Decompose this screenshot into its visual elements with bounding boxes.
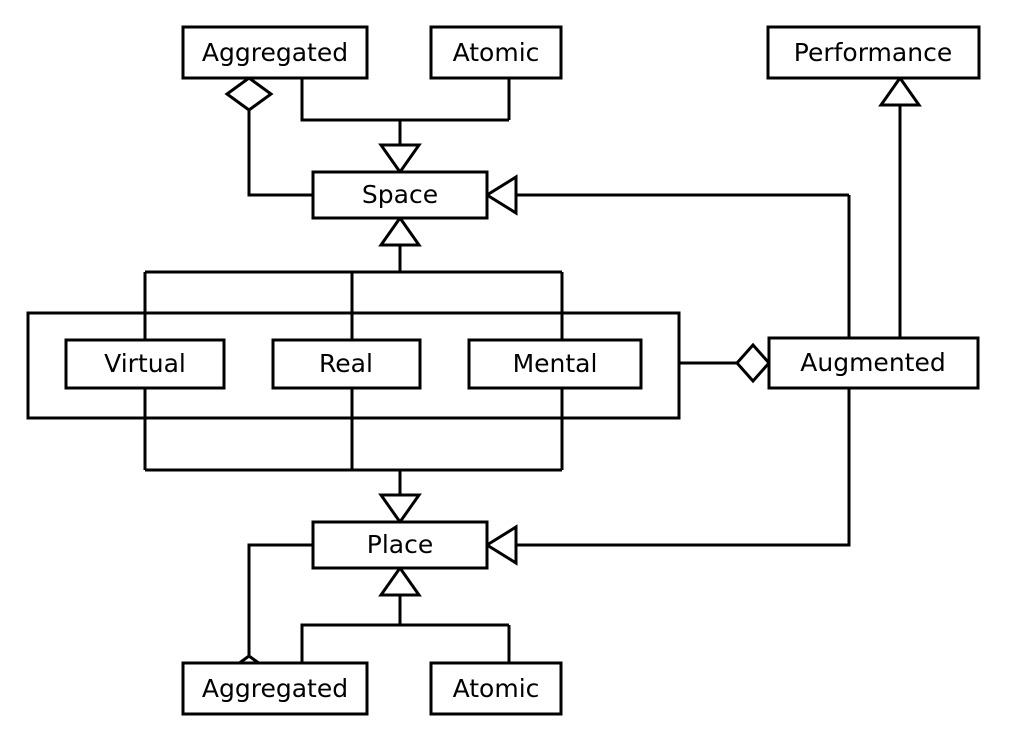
triangle-icon-performance-bottom [878, 75, 922, 107]
triangle-icon-place-top [378, 493, 422, 525]
node-augmented[interactable]: Augmented [767, 336, 980, 390]
node-space[interactable]: Space [311, 170, 489, 220]
node-atomic-bottom-label: Atomic [453, 674, 540, 703]
node-aggregated-top-label: Aggregated [202, 38, 348, 67]
node-aggregated-bottom[interactable]: Aggregated [181, 661, 369, 716]
node-aggregated-top[interactable]: Aggregated [181, 25, 369, 80]
link-aggregated-top-generalizes-space [300, 78, 509, 122]
node-augmented-label: Augmented [800, 348, 945, 377]
node-real-label: Real [319, 349, 373, 378]
node-place[interactable]: Place [311, 520, 489, 570]
node-mental-label: Mental [513, 349, 598, 378]
node-place-label: Place [367, 530, 433, 559]
link-aggregated-top-aggregates-space [247, 110, 313, 197]
open-arrow-icon-place-right [484, 524, 518, 566]
link-aggregated-bottom-generalizes-place [300, 623, 509, 663]
diamond-icon-augmented [734, 342, 772, 384]
node-real[interactable]: Real [271, 338, 422, 390]
open-arrow-icon-space-right [484, 174, 518, 216]
triangle-icon-space-bottom [378, 215, 422, 247]
node-atomic-top-label: Atomic [453, 38, 540, 67]
space-subtypes-group-box [26, 311, 681, 420]
node-atomic-top[interactable]: Atomic [429, 25, 563, 80]
node-performance-label: Performance [794, 38, 952, 67]
node-performance[interactable]: Performance [766, 25, 981, 80]
node-mental[interactable]: Mental [467, 338, 643, 390]
triangle-icon-place-bottom [378, 565, 422, 597]
node-aggregated-bottom-label: Aggregated [202, 674, 348, 703]
link-augmented-to-space [487, 193, 851, 338]
triangle-icon-space-top [378, 143, 422, 175]
node-virtual[interactable]: Virtual [64, 338, 226, 390]
link-augmented-to-place [487, 388, 851, 547]
link-aggregated-bottom-aggregates-place [247, 543, 313, 656]
node-space-label: Space [362, 180, 438, 209]
node-virtual-label: Virtual [104, 349, 186, 378]
diamond-icon-aggregated-top [224, 76, 274, 112]
node-atomic-bottom[interactable]: Atomic [429, 661, 563, 716]
